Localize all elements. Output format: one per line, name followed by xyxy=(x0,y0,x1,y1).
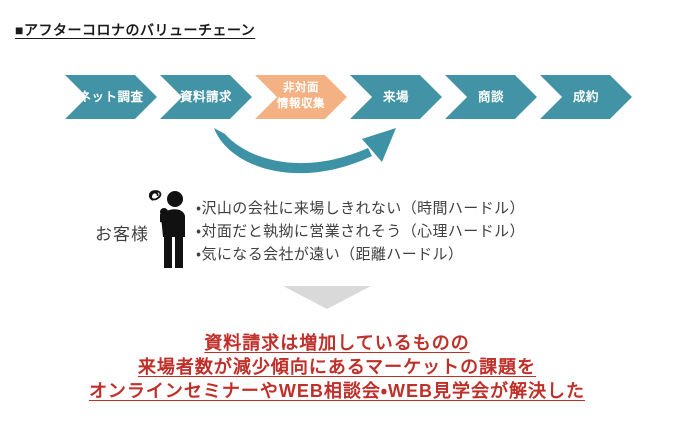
chain-step-net-research: ネット調査 xyxy=(65,75,157,119)
chain-step-visit: 来場 xyxy=(350,75,442,119)
pain-point-psychology: ・対面だと執拗に営業されそう（心理ハードル） xyxy=(196,223,525,240)
conclusion-text: 資料請求は増加しているものの 来場者数が減少傾向にあるマーケットの課題を オンラ… xyxy=(0,331,674,403)
chain-step-label: ネット調査 xyxy=(78,89,144,104)
conclusion-line-3: オンラインセミナーやWEB相談会・WEB見学会が解決した xyxy=(88,381,586,401)
pain-point-distance: ・気になる会社が遠い（距離ハードル） xyxy=(196,246,464,263)
pain-point-time: ・沢山の会社に来場しきれない（時間ハードル） xyxy=(196,200,525,217)
conclusion-line-2: 来場者数が減少傾向にあるマーケットの課題を xyxy=(137,357,537,377)
frustrated-person-icon xyxy=(148,190,185,268)
chain-step-label: 商談 xyxy=(477,89,504,104)
customer-pain-points: ・沢山の会社に来場しきれない（時間ハードル） ・対面だと執拗に営業されそう（心理… xyxy=(196,197,525,266)
chain-step-negotiation: 商談 xyxy=(445,75,537,119)
chain-step-label: 成約 xyxy=(572,89,599,104)
down-triangle-icon xyxy=(283,286,371,309)
loopback-curved-arrow-icon xyxy=(214,128,396,174)
conclusion-line-1: 資料請求は増加しているものの xyxy=(204,333,470,353)
chain-step-contract: 成約 xyxy=(540,75,632,119)
chain-step-label: 非対面 情報収集 xyxy=(277,82,325,110)
chain-step-document-request: 資料請求 xyxy=(160,75,252,119)
chain-step-label: 来場 xyxy=(382,89,409,104)
chain-step-label: 資料請求 xyxy=(179,89,232,104)
value-chain-flow: ネット調査 資料請求 非対面 情報収集 来場 商談 成約 xyxy=(65,75,632,119)
chain-step-non-face-to-face-info: 非対面 情報収集 xyxy=(255,75,347,119)
customer-label: お客様 xyxy=(95,225,149,244)
page-title: ■アフターコロナのバリューチェーン xyxy=(15,22,256,38)
